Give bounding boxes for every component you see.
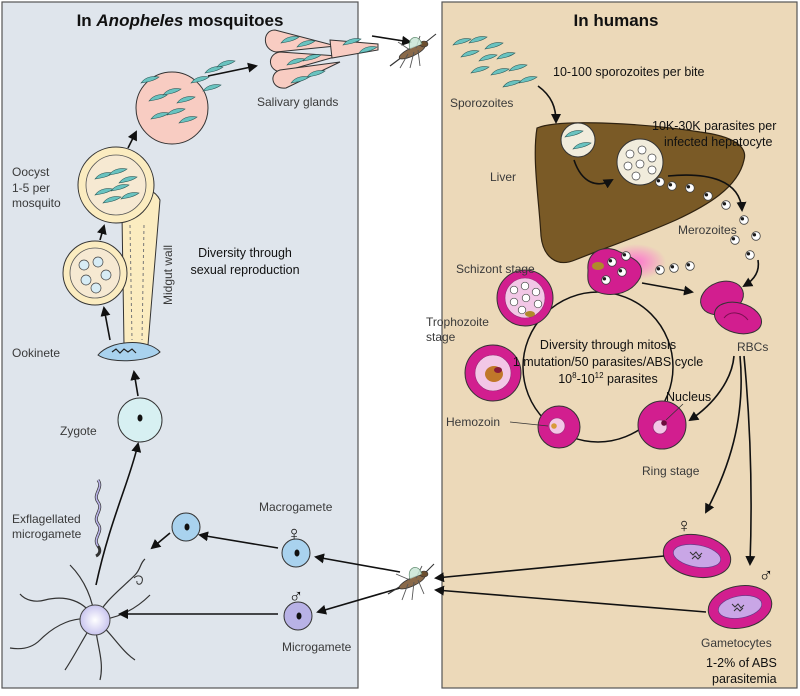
zygote [117, 397, 163, 443]
oocyst-count-line2: mosquito [12, 196, 61, 210]
nucleus-label: Nucleus [666, 390, 711, 404]
arrow-rbc-to-male-gametocyte [743, 355, 756, 566]
male-symbol-human: ♂ [759, 565, 774, 587]
macrogamete [281, 538, 311, 568]
ookinete-label: Ookinete [12, 346, 60, 360]
microgamete [283, 601, 313, 631]
oocyst-mature [77, 146, 155, 224]
zygote-label: Zygote [60, 424, 97, 438]
arrow-sporozoites-to-liver [537, 85, 561, 124]
oocyst-young [62, 240, 128, 306]
gametocytes-label: Gametocytes [701, 636, 772, 650]
trophozoite-label-line2: stage [426, 330, 456, 344]
bursting-schizont [587, 244, 666, 295]
exflagellated-label-line2: microgamete [12, 527, 82, 541]
mitosis-line3: 108-1012 parasites [558, 371, 658, 386]
arrow-female-gametocyte-to-mosquito [434, 555, 665, 583]
arrow-to-macrogamete [198, 531, 279, 549]
parasites-per-hepatocyte-line2: infected hepatocyte [664, 135, 772, 149]
mitosis-line2: 1 mutation/50 parasites/ABS cycle [513, 355, 703, 369]
macrogamete-label: Macrogamete [259, 500, 333, 514]
rbcs [700, 280, 763, 335]
microgamete-label: Microgamete [282, 640, 352, 654]
midgut-wall-label: Midgut wall [161, 245, 175, 305]
schizont-stage [496, 269, 554, 327]
salivary-glands [264, 29, 379, 89]
ring-stage-label: Ring stage [642, 464, 700, 478]
arrow-schizont-to-rbc [641, 282, 694, 296]
arrow-mature-to-burst [127, 130, 137, 149]
mosquito-panel-title: In Anopheles mosquitoes [77, 11, 284, 30]
arrow-oocyst-to-glands [207, 62, 258, 77]
infected-hepatocyte-early [560, 122, 596, 158]
exflagellating-microgametocyte [9, 558, 151, 681]
mosquito-icon [387, 563, 435, 601]
arrow-male-gametocyte-to-mosquito [434, 585, 707, 613]
female-gametocyte [662, 533, 732, 579]
liver-label: Liver [490, 170, 516, 184]
trophozoite-stage [464, 344, 522, 402]
arrow-young-to-mature [96, 224, 107, 241]
arrow-mosquito-to-macrogamete [314, 553, 401, 573]
early-trophozoite [537, 405, 581, 449]
mitosis-line1: Diversity through mitosis [540, 338, 676, 352]
merozoites-label: Merozoites [678, 223, 737, 237]
abs-parasitemia-line2: parasitemia [712, 672, 777, 686]
ookinete [97, 342, 161, 362]
nucleus-pointer [665, 403, 684, 421]
oocyst-label: Oocyst [12, 165, 50, 179]
diversity-sexual-line1: Diversity through [198, 246, 292, 260]
exflagellated-label-line1: Exflagellated [12, 512, 81, 526]
hemozoin-label: Hemozoin [446, 415, 500, 429]
male-symbol-mosquito: ♂ [289, 586, 304, 608]
abs-parasitemia-line1: 1-2% of ABS [706, 656, 777, 670]
arrow-merozoites-to-rbcs [742, 259, 760, 288]
hemozoin-pointer [509, 421, 549, 427]
liver-schizont [616, 138, 664, 186]
oocyst-count-line1: 1-5 per [12, 181, 50, 195]
female-symbol-human: ♀ [677, 515, 692, 537]
arrow-merozoite-release [667, 174, 747, 212]
diversity-sexual-line2: sexual reproduction [190, 263, 299, 277]
arrow-mosquito-to-microgamete [316, 587, 401, 615]
female-symbol-mosquito: ♀ [287, 523, 302, 545]
oocyst-bursting [135, 60, 236, 145]
arrow-gametes-fusion [150, 532, 171, 550]
arrow-zygote-to-ookinete [130, 370, 141, 397]
arrow-hepatocyte-development [573, 159, 614, 189]
sporozoites-label: Sporozoites [450, 96, 513, 110]
human-panel [441, 1, 798, 689]
human-panel-title: In humans [573, 11, 658, 30]
liver [534, 122, 746, 264]
arrow-rbc-to-female-gametocyte [705, 355, 742, 514]
macrogamete-fertilizing [171, 512, 201, 542]
salivary-glands-label: Salivary glands [257, 95, 338, 109]
arrow-fertilization-to-zygote [95, 442, 142, 586]
male-gametocyte [707, 585, 773, 629]
arrow-rbc-to-ring [688, 355, 735, 422]
parasites-per-hepatocyte-line1: 10K-30K parasites per [652, 119, 776, 133]
trophozoite-label-line1: Trophozoite [426, 315, 489, 329]
mosquito-icon [389, 33, 437, 69]
rbcs-label: RBCs [737, 340, 768, 354]
arrow-glands-to-human [371, 35, 412, 46]
sporozoites-per-bite-label: 10-100 sporozoites per bite [553, 65, 705, 79]
arrow-ookinete-to-oocyst [100, 306, 111, 341]
schizont-label: Schizont stage [456, 262, 535, 276]
